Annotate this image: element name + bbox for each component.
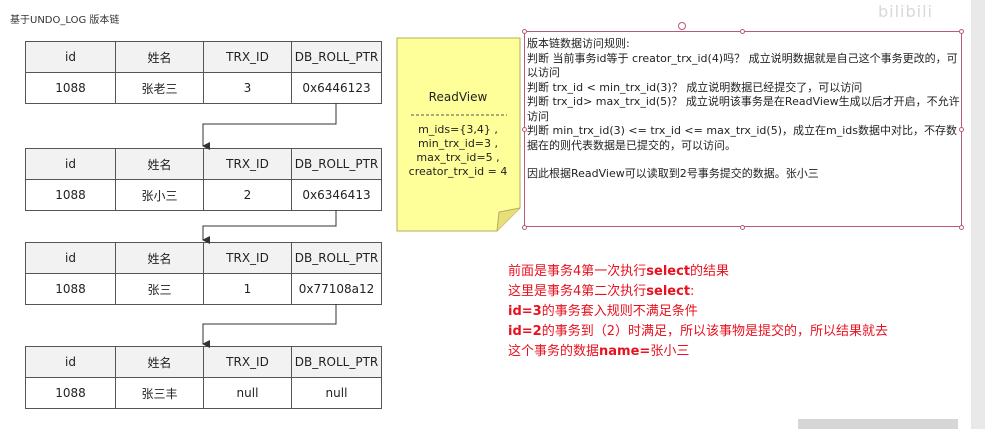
col-header-name: 姓名: [115, 242, 204, 274]
resize-handle-n[interactable]: [740, 29, 745, 34]
access-rules-textbox[interactable]: 版本链数据访问规则: 判断 当前事务id等于 creator_trx_id(4)…: [527, 37, 961, 182]
resize-handle-ne[interactable]: [959, 29, 964, 34]
page-title: 基于UNDO_LOG 版本链: [10, 15, 120, 26]
cell-trx-id: null: [203, 377, 292, 409]
resize-handle-e[interactable]: [959, 127, 964, 132]
col-header-roll-ptr: DB_ROLL_PTR: [291, 346, 382, 378]
readview-creator: creator_trx_id = 4: [409, 165, 508, 178]
result-line-3: id=3的事务套入规则不满足条件: [508, 304, 698, 319]
resize-handle-sw[interactable]: [522, 225, 527, 230]
cell-name: 张三: [115, 273, 204, 305]
watermark-logo: bilibili: [878, 2, 933, 21]
roll-ptr-arrow-2: [202, 210, 337, 244]
rule-4: 判断 min_trx_id(3) <= trx_id <= max_trx_id…: [527, 124, 957, 152]
cell-trx-id: 2: [203, 179, 292, 211]
cell-id: 1088: [25, 179, 116, 211]
cell-trx-id: 1: [203, 273, 292, 305]
readview-note: ReadView m_ids={3,4} , min_trx_id=3 , ma…: [396, 37, 521, 232]
readview-max-trx-id: max_trx_id=5 ,: [416, 151, 499, 164]
rules-conclusion: 因此根据ReadView可以读取到2号事务提交的数据。张小三: [527, 167, 819, 180]
col-header-roll-ptr: DB_ROLL_PTR: [291, 242, 382, 274]
roll-ptr-arrow-1: [202, 103, 337, 150]
rule-2: 判断 trx_id < min_trx_id(3)？ 成立说明数据已经提交了，可…: [527, 80, 863, 94]
window-edge-strip: [971, 0, 985, 429]
cell-roll-ptr: 0x6346413: [291, 179, 382, 211]
resize-handle-se[interactable]: [959, 225, 964, 230]
version-record-1: id 姓名 TRX_ID DB_ROLL_PTR 1088 张老三 3 0x64…: [25, 41, 382, 104]
readview-title: ReadView: [429, 90, 488, 104]
col-header-id: id: [25, 41, 116, 73]
resize-handle-nw[interactable]: [522, 29, 527, 34]
version-record-3: id 姓名 TRX_ID DB_ROLL_PTR 1088 张三 1 0x771…: [25, 242, 382, 305]
rule-1: 判断 当前事务id等于 creator_trx_id(4)吗？ 成立说明数据就是…: [527, 51, 958, 80]
col-header-id: id: [25, 346, 116, 378]
cell-name: 张老三: [115, 72, 204, 104]
col-header-trx-id: TRX_ID: [203, 148, 292, 180]
result-line-1: 前面是事务4第一次执行select的结果: [508, 264, 730, 279]
cell-name: 张三丰: [115, 377, 204, 409]
cell-id: 1088: [25, 72, 116, 104]
rotate-handle[interactable]: [678, 22, 686, 30]
cell-id: 1088: [25, 273, 116, 305]
col-header-name: 姓名: [115, 41, 204, 73]
col-header-name: 姓名: [115, 148, 204, 180]
result-line-4: id=2的事务到（2）时满足，所以该事物是提交的，所以结果就去: [508, 324, 888, 339]
readview-min-trx-id: min_trx_id=3 ,: [418, 137, 498, 150]
col-header-id: id: [25, 242, 116, 274]
resize-handle-s[interactable]: [740, 225, 745, 230]
result-explanation: 前面是事务4第一次执行select的结果 这里是事务4第二次执行select: …: [508, 262, 888, 362]
col-header-name: 姓名: [115, 346, 204, 378]
video-thumbnail: [798, 419, 958, 429]
version-record-2: id 姓名 TRX_ID DB_ROLL_PTR 1088 张小三 2 0x63…: [25, 148, 382, 211]
rule-3: 判断 trx_id> max_trx_id(5)？ 成立说明该事务是在ReadV…: [527, 95, 960, 123]
version-record-4: id 姓名 TRX_ID DB_ROLL_PTR 1088 张三丰 null n…: [25, 346, 382, 409]
resize-handle-w[interactable]: [522, 127, 527, 132]
cell-roll-ptr: null: [291, 377, 382, 409]
readview-m-ids: m_ids={3,4} ,: [418, 123, 498, 136]
rules-title: 版本链数据访问规则:: [527, 37, 630, 50]
cell-name: 张小三: [115, 179, 204, 211]
cell-roll-ptr: 0x77108a12: [291, 273, 382, 305]
roll-ptr-arrow-3: [202, 304, 337, 348]
result-line-5: 这个事务的数据name=张小三: [508, 344, 690, 359]
result-line-2: 这里是事务4第二次执行select:: [508, 284, 695, 299]
col-header-roll-ptr: DB_ROLL_PTR: [291, 148, 382, 180]
cell-id: 1088: [25, 377, 116, 409]
